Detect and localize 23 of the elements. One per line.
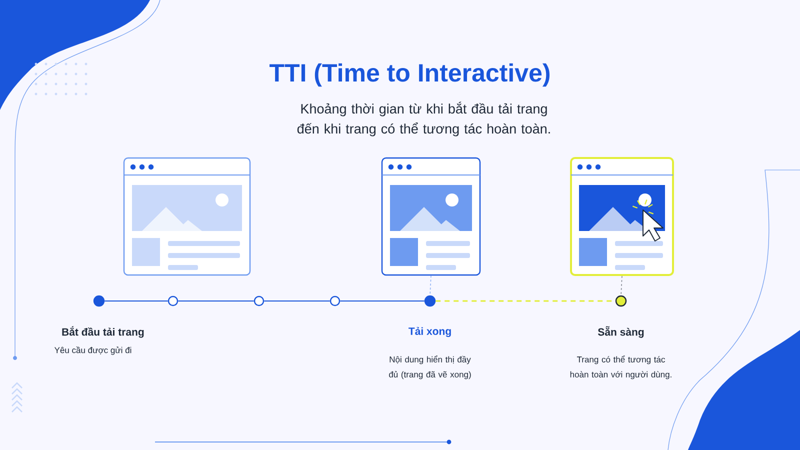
timeline-point [330,296,340,306]
timeline-point [424,295,436,307]
step-heading: Sẵn sàng [598,326,644,338]
connector-line [620,276,622,296]
browser-window-drawing [570,157,674,276]
connector-line [430,275,432,296]
timeline-line [104,300,168,302]
subtitle: Khoảng thời gian từ khi bắt đầu tải trang đến khi trang có thể tương tác hoàn toàn. [297,102,550,136]
timeline-line [340,300,424,302]
timeline-point [168,296,178,306]
timeline-point [93,295,105,307]
browser-window-drawing [381,157,481,276]
timeline-line [178,300,254,302]
step-description: Nội dung hiển thị đầy đủ (trang đã vẽ xong) [389,356,471,380]
browser-window-drawing [123,157,251,276]
step-description: Yêu cầu được gửi đi [54,346,132,355]
timeline-point [254,296,264,306]
step-heading: Bắt đầu tải trang [62,326,144,338]
timeline-point [615,295,627,307]
step-description: Trang có thể tương tác hoàn toàn với người dùng. [570,356,672,380]
step-heading: Tải xong [408,326,451,338]
timeline-line [264,300,330,302]
title: TTI (Time to Interactive) [270,63,550,87]
